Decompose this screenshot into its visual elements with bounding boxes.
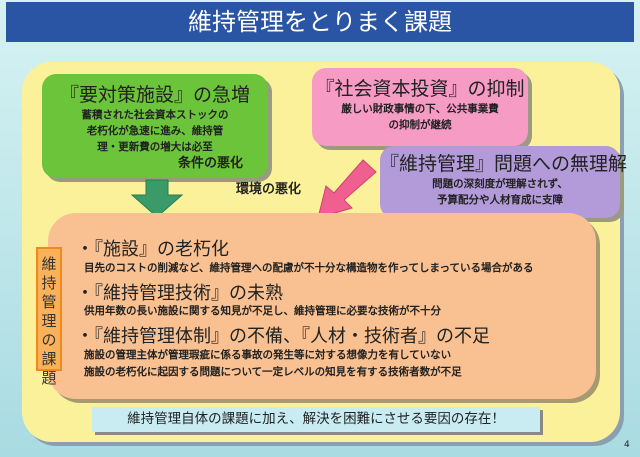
factor-box-facilities: 『要対策施設』の急増 蓄積された社会資本ストックの 老朽化が急速に進み、維持管 … xyxy=(42,74,268,178)
factor-box-investment: 『社会資本投資』の抑制 厳しい財政事情の下、公共事業費 の抑制が継続 xyxy=(312,68,528,146)
factor-text: 老朽化が急速に進み、維持管 xyxy=(86,125,224,137)
factor-text: 厳しい財政事情の下、公共事業費 xyxy=(341,103,499,115)
conclusion-banner: 維持管理自体の課題に加え、解決を困難にさせる要因の存在！ xyxy=(92,407,540,432)
issues-label: 維持管理の課題 xyxy=(36,247,62,387)
condition-label: 条件の悪化 xyxy=(178,156,244,171)
factor-text: 予算配分や人材育成に支障 xyxy=(437,194,563,206)
environment-label: 環境の悪化 xyxy=(236,182,302,197)
page-number: 4 xyxy=(624,440,630,450)
factor-heading: 『維持管理』問題への無理解 xyxy=(380,153,628,175)
issue-heading: ・『維持管理体制』の不備、『人材・技術者』の不足 xyxy=(76,326,490,347)
factor-box-understanding: 『維持管理』問題への無理解 問題の深刻度が理解されず、 予算配分や人材育成に支障 xyxy=(380,146,628,218)
factor-heading: 『社会資本投資』の抑制 xyxy=(315,78,525,100)
green-arrow-icon xyxy=(130,179,184,218)
issue-detail: 目先のコストの削減など、維持管理への配慮が不十分な構造物を作ってしまっている場合… xyxy=(84,262,534,274)
factor-heading: 『要対策施設』の急増 xyxy=(59,84,250,106)
slide-title: 維持管理をとりまく課題 xyxy=(6,2,634,42)
factor-text: 蓄積された社会資本ストックの xyxy=(81,109,229,121)
issue-detail: 施設の老朽化に起因する問題について一定レベルの知見を有する技術者数が不足 xyxy=(84,366,462,378)
issue-detail: 施設の管理主体が管理瑕疵に係る事故の発生等に対する想像力を有していない xyxy=(84,349,452,361)
factor-text: の抑制が継続 xyxy=(388,119,452,131)
issues-box xyxy=(48,213,596,399)
issue-heading: ・『維持管理技術』の未熟 xyxy=(76,283,283,304)
issue-detail: 供用年数の長い施設に関する知見が不足し、維持管理に必要な技術が不十分 xyxy=(84,305,441,317)
issue-heading: ・『施設』の老朽化 xyxy=(76,239,229,260)
factor-text: 理・更新費の増大は必至 xyxy=(97,141,213,153)
factor-text: 問題の深刻度が理解されず、 xyxy=(432,178,568,190)
pink-arrow-icon xyxy=(317,159,377,219)
